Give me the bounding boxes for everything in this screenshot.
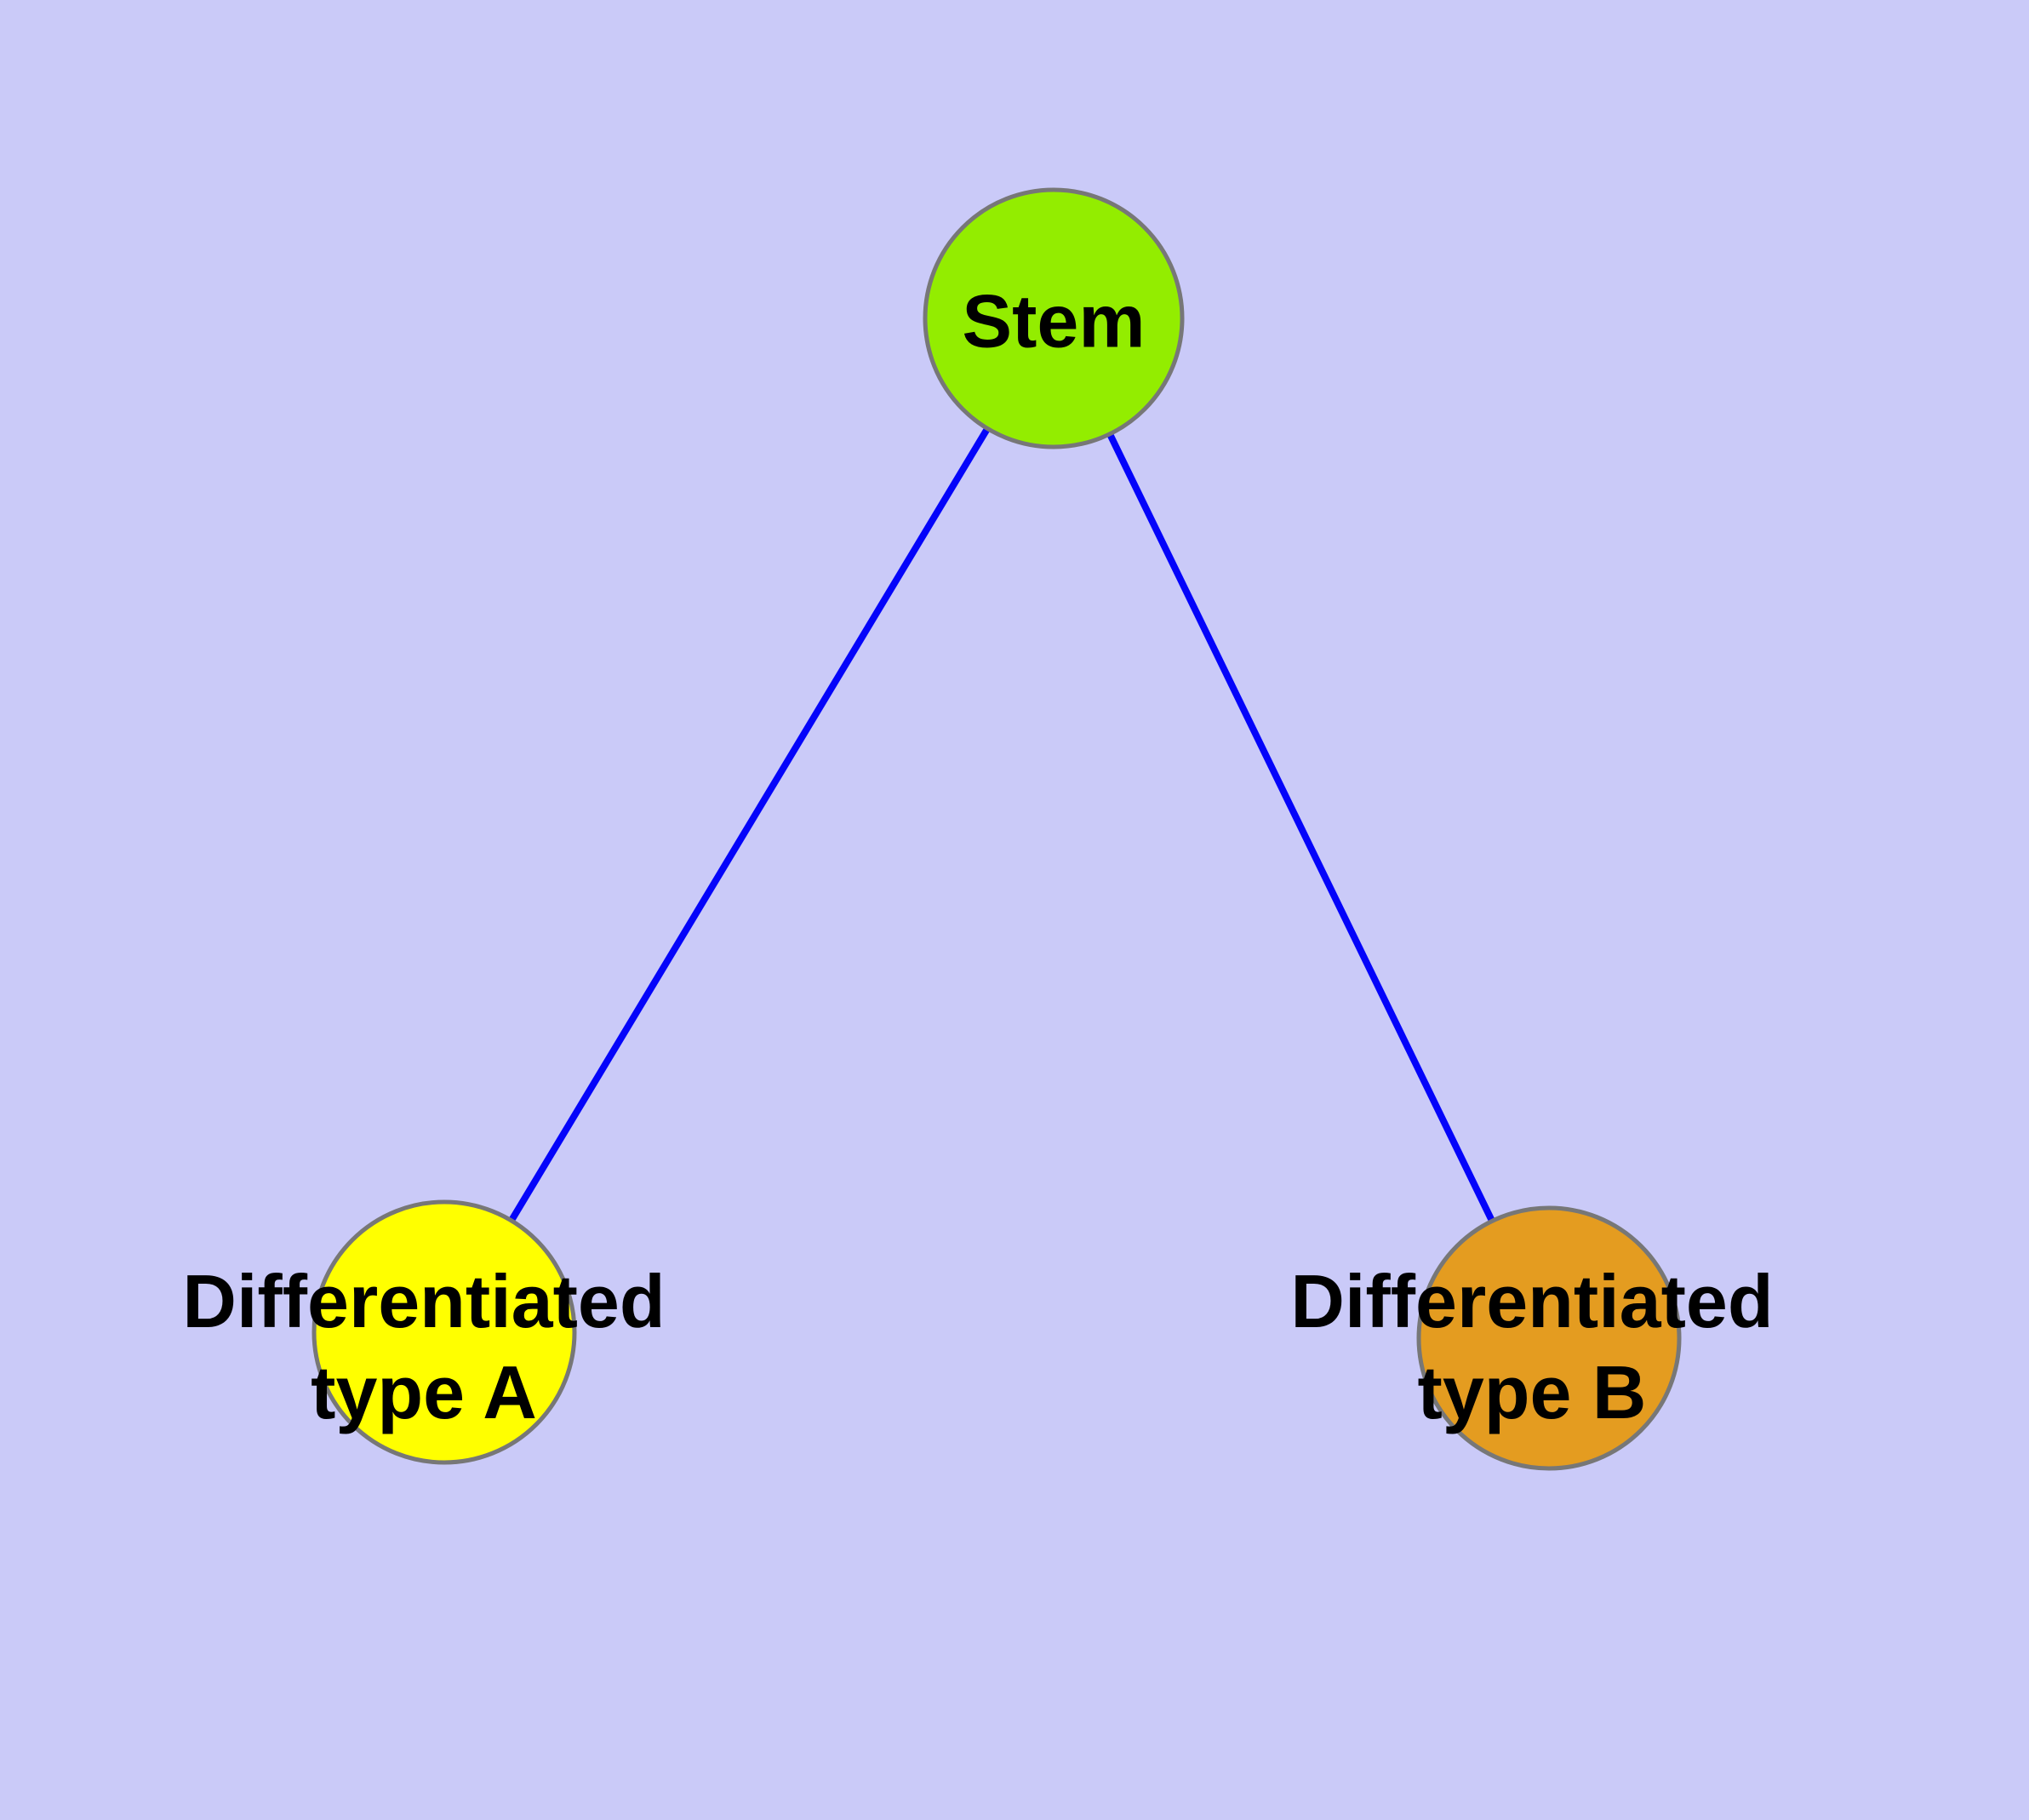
node-label-type-b-line1: Differentiated [1290, 1259, 1773, 1343]
nodes-layer [311, 187, 1682, 1471]
node-label-type-b-line2: type B [1418, 1350, 1647, 1434]
edges-layer [441, 316, 1552, 1340]
node-circle-type-b [1416, 1205, 1682, 1471]
node-label-type-a-line2: type A [311, 1350, 537, 1434]
node-label-stem-line1: Stem [962, 279, 1145, 363]
node-circle-stem [923, 187, 1185, 449]
node-label-type-a-line1: Differentiated [182, 1259, 665, 1343]
edge-stem-type-a [441, 316, 1057, 1335]
edge-stem-type-b [1050, 317, 1552, 1340]
node-circle-type-a [311, 1199, 577, 1465]
